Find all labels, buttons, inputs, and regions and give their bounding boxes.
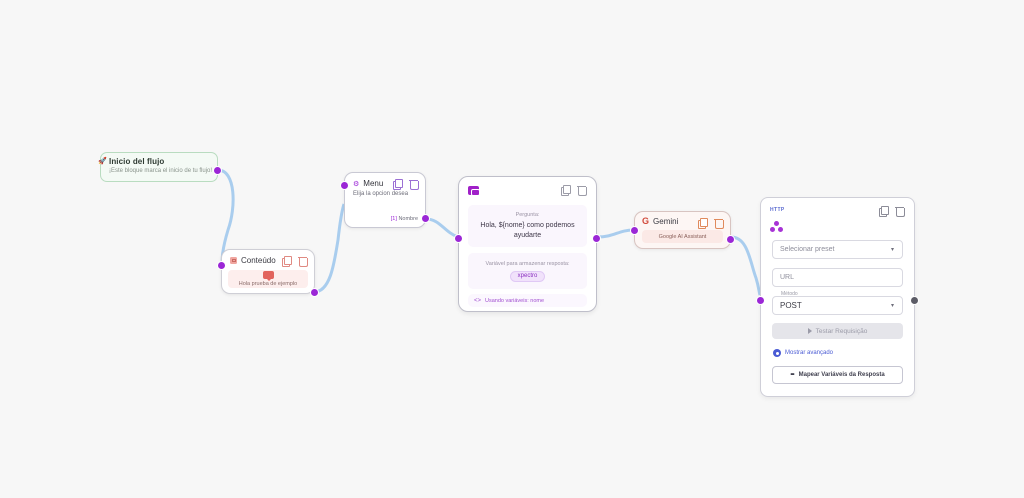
node-gemini[interactable]: G Gemini Google AI Assistant xyxy=(630,211,735,249)
message-bubble-icon xyxy=(262,271,274,281)
copy-icon[interactable] xyxy=(282,256,292,267)
code-brackets-icon: <> xyxy=(474,297,482,304)
node-content-body: Hola prueba de ejemplo xyxy=(228,270,308,288)
chat-bubbles-icon xyxy=(468,186,480,196)
node-start-subtitle: ¡Este bloque marca el inicio de tu flujo… xyxy=(109,168,213,174)
test-request-label: Testar Requisição xyxy=(815,327,868,335)
preset-select[interactable]: Selecionar preset ▾ xyxy=(772,240,903,259)
play-icon xyxy=(807,328,812,334)
variable-label: Variável para armazenar resposta: xyxy=(485,260,570,267)
map-response-variables-button[interactable]: ••• Mapear Variáveis da Resposta xyxy=(772,366,903,384)
node-start[interactable]: 🚀Inicio del flujo ¡Este bloque marca el … xyxy=(98,152,222,182)
gemini-logo-icon: G xyxy=(642,216,650,226)
menu-option-row[interactable]: [1] Nombre xyxy=(391,216,418,222)
test-request-button[interactable]: Testar Requisição xyxy=(772,323,903,339)
dots-icon: ••• xyxy=(790,372,794,378)
menu-option-index: [1] xyxy=(390,216,397,222)
trash-icon[interactable] xyxy=(714,218,724,229)
question-text: Hola, ${nome} como podemos ayudarte xyxy=(480,222,575,239)
copy-icon[interactable] xyxy=(561,185,571,196)
http-label: HTTP xyxy=(770,207,785,213)
port-http-out[interactable] xyxy=(910,296,919,305)
used-variables-row: <> Usando variáveis: nome xyxy=(468,294,587,307)
node-question-actions[interactable] xyxy=(561,185,587,196)
node-content-header: Conteúdo xyxy=(230,256,276,265)
trash-icon[interactable] xyxy=(298,256,308,267)
menu-icon: ⚙ xyxy=(353,180,360,188)
edge-content-to-menu xyxy=(313,203,346,294)
node-gemini-title: Gemini xyxy=(653,217,679,226)
node-gemini-header: G Gemini xyxy=(642,216,679,227)
edge-gemini-to-http xyxy=(730,235,762,296)
show-advanced-label: Mostrar avançado xyxy=(785,350,834,356)
menu-option-label: Nombre xyxy=(398,216,418,222)
node-content-actions[interactable] xyxy=(282,256,308,267)
node-content[interactable]: Conteúdo Hola prueba de ejemplo xyxy=(217,249,319,297)
node-content-text: Hola prueba de ejemplo xyxy=(238,281,298,287)
method-value: POST xyxy=(780,301,802,310)
port-gemini-out[interactable] xyxy=(726,235,735,244)
variable-section: Variável para armazenar resposta: xpectr… xyxy=(468,253,587,289)
copy-icon[interactable] xyxy=(698,218,708,229)
gemini-badge: Google AI Assistant xyxy=(642,230,723,243)
port-content-in[interactable] xyxy=(217,261,226,270)
method-field-label: Método xyxy=(779,291,800,297)
node-content-title: Conteúdo xyxy=(241,256,276,265)
edge-question-to-gemini xyxy=(596,228,635,239)
copy-icon[interactable] xyxy=(393,179,403,190)
node-menu-subtitle: Elija la opcion desea xyxy=(353,191,409,197)
url-placeholder: URL xyxy=(780,274,795,281)
chevron-down-icon: ▾ xyxy=(890,247,894,253)
node-gemini-actions[interactable] xyxy=(698,218,724,229)
node-question[interactable]: Pergunta: Hola, ${nome} como podemos ayu… xyxy=(454,176,601,312)
node-menu-header: ⚙ Menu xyxy=(353,179,383,188)
gemini-badge-label: Google AI Assistant xyxy=(658,233,707,240)
trash-icon[interactable] xyxy=(895,206,905,217)
gear-icon xyxy=(773,349,781,357)
port-http-in[interactable] xyxy=(756,296,765,305)
node-menu[interactable]: ⚙ Menu Elija la opcion desea [1] Nombre xyxy=(340,172,430,228)
port-question-in[interactable] xyxy=(454,234,463,243)
node-menu-title: Menu xyxy=(363,179,384,188)
edge-menu-to-question xyxy=(425,217,459,239)
port-question-out[interactable] xyxy=(592,234,601,243)
trash-icon[interactable] xyxy=(577,185,587,196)
variable-chip[interactable]: xpectro xyxy=(509,270,546,282)
map-response-variables-label: Mapear Variáveis da Resposta xyxy=(798,372,885,378)
port-menu-in[interactable] xyxy=(340,181,349,190)
trash-icon[interactable] xyxy=(409,179,419,190)
port-start-out[interactable] xyxy=(213,166,222,175)
node-menu-actions[interactable] xyxy=(393,179,419,190)
question-section: Pergunta: Hola, ${nome} como podemos ayu… xyxy=(468,205,587,247)
url-input[interactable]: URL xyxy=(772,268,903,287)
used-variables-text: Usando variáveis: nome xyxy=(485,297,545,304)
copy-icon[interactable] xyxy=(879,206,889,217)
question-label: Pergunta: xyxy=(515,212,540,219)
preset-placeholder: Selecionar preset xyxy=(780,246,835,253)
chevron-down-icon: ▾ xyxy=(890,303,894,309)
node-start-title-row: 🚀Inicio del flujo xyxy=(98,157,165,166)
network-share-icon xyxy=(770,221,783,232)
node-start-title: Inicio del flujo xyxy=(109,157,165,166)
node-http-request[interactable]: HTTP Selecionar preset ▾ URL Método POST… xyxy=(756,197,919,397)
port-gemini-in[interactable] xyxy=(630,226,639,235)
show-advanced-link[interactable]: Mostrar avançado xyxy=(773,349,833,357)
method-select[interactable]: POST ▾ xyxy=(772,296,903,315)
port-menu-out[interactable] xyxy=(421,214,430,223)
port-content-out[interactable] xyxy=(310,288,319,297)
content-block-icon xyxy=(230,257,237,264)
node-http-actions[interactable] xyxy=(879,206,905,217)
rocket-icon: 🚀 xyxy=(98,158,107,165)
